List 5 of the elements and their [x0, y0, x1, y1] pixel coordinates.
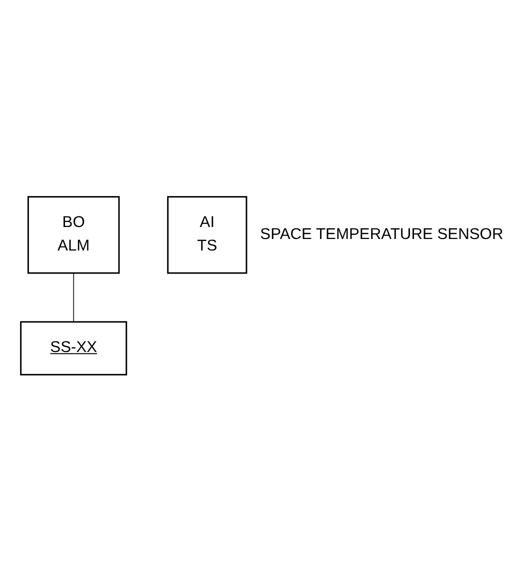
process-box: SS-XX	[20, 321, 127, 376]
process-box: AI TS	[166, 196, 247, 274]
sensor-caption: SPACE TEMPERATURE SENSOR	[260, 226, 503, 244]
connector-line	[72, 272, 74, 323]
process-box: BO ALM	[26, 196, 120, 274]
